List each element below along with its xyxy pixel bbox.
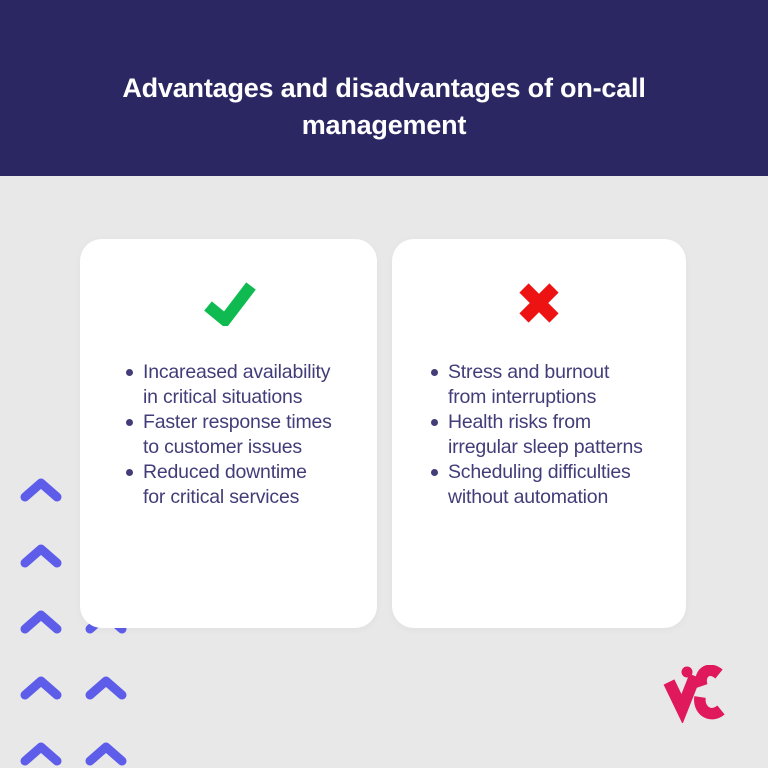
chevron-up-icon [20,742,62,766]
chevron-up-icon [85,676,127,700]
chevron-up-icon [20,478,62,502]
cross-icon [392,280,686,326]
chevron-up-icon [85,742,127,766]
list-item: Stress and burnout from interruptions [431,360,686,410]
chevron-up-icon [20,544,62,568]
chevron-up-icon [20,676,62,700]
brand-logo-icon [661,665,727,723]
list-item: Incareased availability in critical situ… [126,360,377,410]
page-title: Advantages and disadvantages of on-call … [122,73,646,140]
chevron-up-icon [20,610,62,634]
list-item: Scheduling difficulties without automati… [431,460,686,510]
list-item: Faster response times to customer issues [126,410,377,460]
advantages-list: Incareased availability in critical situ… [126,360,377,510]
checkmark-icon [80,280,377,326]
list-item: Reduced downtime for critical services [126,460,377,510]
advantages-card: Incareased availability in critical situ… [80,239,377,628]
disadvantages-card: Stress and burnout from interruptions He… [392,239,686,628]
disadvantages-list: Stress and burnout from interruptions He… [431,360,686,510]
list-item: Health risks from irregular sleep patter… [431,410,686,460]
header-band: Advantages and disadvantages of on-call … [0,0,768,176]
